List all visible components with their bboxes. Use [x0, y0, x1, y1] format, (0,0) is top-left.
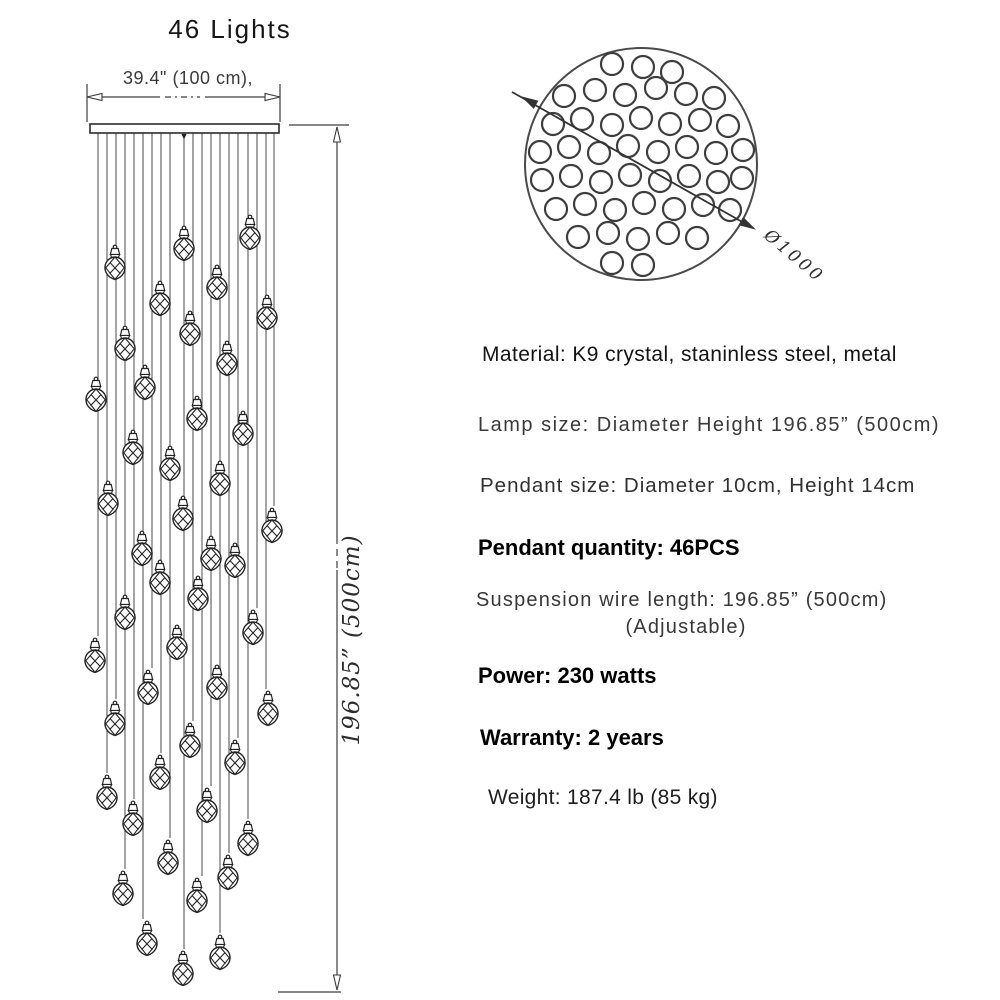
spec-lamp-size: Lamp size: Diameter Height 196.85” (500c…: [478, 414, 941, 436]
spec-material: Material: K9 crystal, staninless steel, …: [482, 343, 897, 366]
center-marker: [181, 134, 187, 140]
ceiling-plate: [89, 123, 280, 134]
width-dimension-label: 39.4" (100 cm),: [123, 68, 253, 88]
spec-weight: Weight: 187.4 lb (85 kg): [488, 786, 718, 809]
chandelier-side-view: 39.4" (100 cm), 196.85” (500cm): [84, 68, 365, 993]
canopy-outline-circle: [524, 47, 758, 281]
spec-warranty: Warranty: 2 years: [480, 725, 664, 750]
spec-suspension-wire-length: Suspension wire length: 196.85” (500cm): [476, 589, 888, 611]
page-title: 46 Lights: [168, 14, 292, 44]
dimension-lines: [86, 84, 349, 993]
height-dimension-label: 196.85” (500cm): [339, 534, 365, 745]
diameter-label: Ø1000: [759, 225, 828, 287]
spec-pendant-quantity: Pendant quantity: 46PCS: [478, 535, 740, 560]
spec-pendant-size: Pendant size: Diameter 10cm, Height 14cm: [480, 474, 916, 497]
diameter-leader-line: [511, 91, 757, 230]
spec-suspension-adjustable: (Adjustable): [625, 616, 747, 638]
pendant-holes: [527, 51, 756, 278]
spec-power: Power: 230 watts: [478, 663, 657, 688]
canopy-top-view: Ø1000: [511, 47, 828, 287]
